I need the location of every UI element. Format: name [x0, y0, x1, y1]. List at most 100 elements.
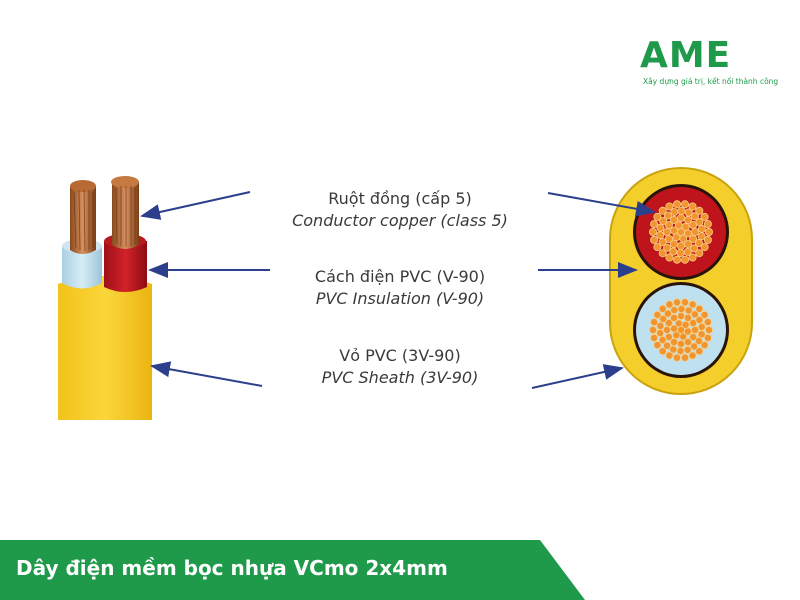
callout-sheath-en: PVC Sheath (3V-90)	[321, 368, 479, 387]
copper-strand	[669, 345, 678, 354]
copper-strand	[697, 322, 706, 331]
blue-insulation	[62, 246, 102, 289]
copper-strand	[658, 335, 667, 344]
copper-strand	[676, 248, 685, 257]
copper-strand	[681, 255, 690, 264]
copper-strand	[700, 310, 709, 319]
copper-strand	[653, 243, 662, 252]
copper-conductor-left	[70, 186, 96, 254]
copper-strand	[663, 309, 672, 318]
copper-strand	[694, 238, 703, 247]
copper-strand	[658, 249, 667, 258]
copper-strand	[664, 220, 673, 229]
copper-strand	[689, 234, 698, 243]
arrow-sheath-right	[531, 364, 624, 389]
copper-strands-top	[649, 200, 714, 264]
copper-end-right	[111, 176, 139, 188]
copper-strand	[663, 227, 672, 236]
copper-strand	[690, 212, 699, 221]
copper-conductor-right	[112, 182, 139, 249]
copper-strand	[684, 306, 693, 315]
copper-strand	[650, 318, 659, 327]
copper-strand	[689, 332, 698, 341]
copper-strand	[658, 304, 667, 313]
cable-sheath	[58, 276, 152, 420]
copper-strand	[688, 300, 697, 309]
copper-strand	[688, 202, 697, 211]
copper-strand	[705, 227, 714, 236]
copper-strand	[672, 331, 681, 340]
copper-strand	[695, 304, 704, 313]
banner-title: Dây điện mềm bọc nhựa VCmo 2x4mm	[16, 556, 448, 580]
red-insulation	[104, 241, 147, 292]
callout-sheath: Vỏ PVC (3V-90) PVC Sheath (3V-90)	[250, 345, 550, 389]
copper-strand	[688, 253, 697, 262]
copper-strand	[677, 213, 686, 222]
copper-strand	[695, 206, 704, 215]
callout-insulation-en: PVC Insulation (V-90)	[315, 289, 485, 308]
cable-side-view	[58, 176, 152, 420]
callout-insulation-vi: Cách điện PVC (V-90)	[314, 267, 486, 286]
copper-strand	[673, 298, 682, 307]
copper-strand	[669, 247, 678, 256]
copper-strand	[690, 310, 699, 319]
copper-strand	[691, 227, 700, 236]
copper-strand	[673, 353, 682, 362]
copper-strand	[649, 227, 658, 236]
copper-strand	[690, 244, 699, 253]
copper-strand	[650, 220, 659, 229]
copper-strand	[656, 223, 665, 232]
copper-strand	[700, 243, 709, 252]
copper-strand	[664, 318, 673, 327]
callout-conductor-en: Conductor copper (class 5)	[292, 211, 508, 230]
copper-strand	[681, 222, 690, 231]
copper-strand	[681, 353, 690, 362]
copper-strand	[694, 336, 703, 345]
copper-strand	[656, 329, 665, 338]
copper-strand	[695, 217, 704, 226]
copper-strand	[663, 341, 672, 350]
copper-strand	[703, 235, 712, 244]
title-banner	[0, 540, 585, 600]
copper-strand	[653, 310, 662, 319]
copper-strand	[681, 298, 690, 307]
callout-sheath-vi: Vỏ PVC (3V-90)	[339, 346, 461, 365]
copper-strand	[672, 233, 681, 242]
copper-strand	[650, 235, 659, 244]
callout-conductor: Ruột đồng (cấp 5) Conductor copper (clas…	[250, 188, 550, 232]
copper-strand	[690, 342, 699, 351]
copper-strand	[700, 212, 709, 221]
copper-strand	[691, 325, 700, 334]
copper-strand	[705, 325, 714, 334]
copper-strand	[658, 237, 667, 246]
copper-strand	[656, 321, 665, 330]
copper-strand	[677, 311, 686, 320]
copper-strand	[663, 325, 672, 334]
arrow-conductor-left	[140, 191, 251, 220]
copper-strand	[695, 249, 704, 258]
copper-end-left	[70, 180, 96, 192]
copper-strand	[659, 216, 668, 225]
copper-strand	[673, 255, 682, 264]
copper-strand	[663, 243, 672, 252]
copper-strand	[684, 208, 693, 217]
copper-strand	[677, 339, 686, 348]
copper-strand	[681, 320, 690, 329]
copper-strand	[697, 224, 706, 233]
copper-strand	[665, 300, 674, 309]
copper-strand	[665, 253, 674, 262]
copper-strand	[658, 206, 667, 215]
copper-strands-bottom	[649, 298, 714, 362]
copper-strand	[650, 333, 659, 342]
copper-strand	[649, 325, 658, 334]
copper-strand	[703, 318, 712, 327]
copper-strand	[659, 314, 668, 323]
copper-strand	[695, 315, 704, 324]
copper-strand	[663, 211, 672, 220]
copper-strand	[677, 304, 686, 313]
cable-cross-section	[609, 167, 753, 395]
copper-strand	[688, 351, 697, 360]
copper-strand	[695, 347, 704, 356]
